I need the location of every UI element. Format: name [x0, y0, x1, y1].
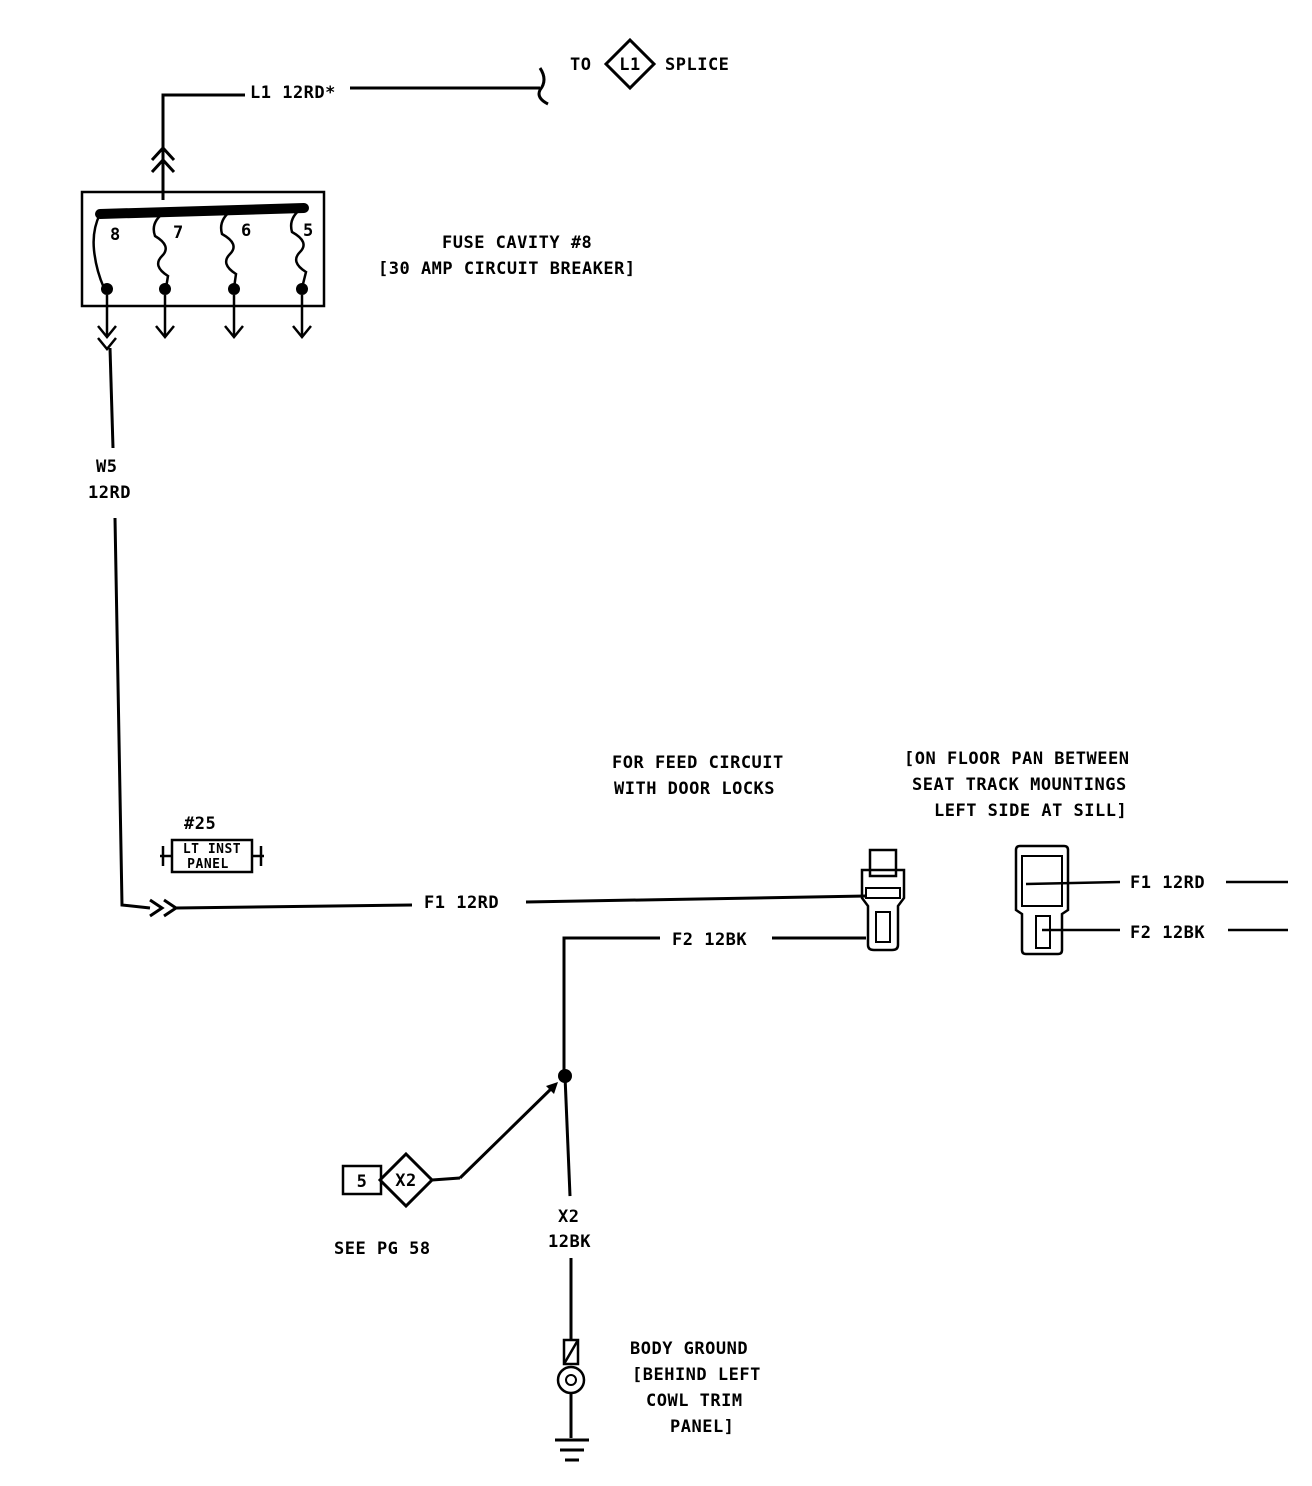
splice-label: SPLICE	[665, 55, 729, 75]
cavity-7-arrow	[155, 325, 175, 339]
f2-wire-left	[562, 936, 660, 1076]
door-lock-connector	[860, 848, 906, 952]
splice-l1-id: L1	[619, 55, 640, 75]
connector-cavity-f1	[865, 887, 901, 899]
w5-wire-group: W5 12RD	[88, 347, 179, 918]
splice-page-number: 5	[357, 1172, 368, 1192]
f2-wire-label: F2 12BK	[672, 930, 747, 950]
feed-note-line2: WITH DOOR LOCKS	[614, 779, 775, 799]
connector-cavity-f2	[875, 911, 891, 943]
cavity-5-arrow	[292, 325, 312, 339]
splice-x2-diamond	[377, 1151, 435, 1209]
cavity-5-number: 5	[303, 221, 314, 241]
feed-wires: F1 12RD F2 12BK	[175, 893, 867, 1076]
splice-x2-group: 5 X2 SEE PG 58	[334, 1069, 572, 1259]
splice-x2-wire	[458, 1084, 556, 1180]
connector-arrow-up-2	[150, 157, 176, 174]
connector-arrow-up-1	[150, 145, 176, 162]
fuse-block: 8 7 6 5 FUSE CAVITY #8 [30 AMP CIRCUIT B…	[80, 190, 636, 351]
fuse-cavity-title: FUSE CAVITY #8	[442, 233, 592, 253]
feed-note: FOR FEED CIRCUIT WITH DOOR LOCKS	[612, 753, 784, 799]
ground-label-line3: COWL TRIM	[646, 1391, 743, 1411]
ground-label-line1: BODY GROUND	[630, 1339, 748, 1359]
splice-x2-arrowhead	[546, 1082, 558, 1094]
connector-25-arrow-2	[163, 898, 179, 918]
x2-wire-group: X2 12BK	[548, 1075, 591, 1340]
ground-eyelet-tab	[562, 1338, 580, 1366]
connector-face-upper-cavity	[1021, 855, 1063, 907]
f1-wire-label: F1 12RD	[424, 893, 499, 913]
l1-wire-group: L1 12RD* TO L1 SPLICE	[150, 37, 729, 200]
l1-wire-label: L1 12RD*	[250, 83, 336, 103]
connector-body	[860, 868, 906, 952]
cavity-8-wire	[92, 213, 106, 289]
location-note-line2: SEAT TRACK MOUNTINGS	[912, 775, 1127, 795]
w5-wire-upper	[108, 347, 115, 449]
cavity-7-terminal	[159, 283, 171, 295]
connector-25-line2: PANEL	[187, 857, 229, 872]
see-page-label: SEE PG 58	[334, 1239, 431, 1259]
f1-right-label: F1 12RD	[1130, 873, 1205, 893]
x2-circuit-label: X2	[558, 1207, 579, 1227]
connector-face-lower-cavity	[1035, 915, 1051, 949]
w5-circuit-label: W5	[96, 457, 117, 477]
connector-25-line1: LT INST	[183, 842, 241, 857]
connector-face-outline	[1014, 844, 1070, 956]
w5-gauge-label: 12RD	[88, 483, 131, 503]
f2-right-label: F2 12BK	[1130, 923, 1205, 943]
connector-25: #25 LT INST PANEL	[160, 814, 264, 874]
body-ground: BODY GROUND [BEHIND LEFT COWL TRIM PANEL…	[555, 1338, 761, 1462]
cavity-5-breaker	[289, 206, 308, 289]
splice-diamond-l1	[603, 37, 657, 91]
location-note-line3: LEFT SIDE AT SILL]	[934, 801, 1127, 821]
connector-latch	[868, 848, 898, 878]
fuse-cavity-subtitle: [30 AMP CIRCUIT BREAKER]	[378, 259, 636, 279]
fuse-busbar	[95, 203, 309, 219]
fuse-block-outline	[80, 190, 326, 308]
cavity-6-breaker	[219, 208, 238, 289]
cavity-6-number: 6	[241, 221, 252, 241]
splice-x2-id: X2	[395, 1171, 416, 1191]
cavity-7-breaker	[152, 210, 170, 289]
location-note: [ON FLOOR PAN BETWEEN SEAT TRACK MOUNTIN…	[904, 749, 1129, 821]
cavity-6-terminal	[228, 283, 240, 295]
f1-wire-right	[525, 894, 867, 904]
connector-25-arrow-1	[149, 898, 165, 918]
connector-face-view: F1 12RD F2 12BK	[1014, 844, 1288, 956]
ground-eyelet-hole	[565, 1374, 577, 1386]
cavity-5-terminal	[296, 283, 308, 295]
ground-label-line2: [BEHIND LEFT	[632, 1365, 761, 1385]
to-label: TO	[570, 55, 591, 75]
cavity-8-arrow	[97, 325, 117, 339]
f1-wire-left	[175, 903, 413, 910]
cavity-8-number: 8	[110, 225, 121, 245]
f1-pin-lead	[1025, 880, 1121, 886]
cavity-8-terminal	[101, 283, 113, 295]
feed-note-line1: FOR FEED CIRCUIT	[612, 753, 784, 773]
location-note-line1: [ON FLOOR PAN BETWEEN	[904, 749, 1129, 769]
ground-eyelet-ring	[556, 1365, 586, 1395]
w5-wire-lower	[113, 517, 151, 910]
l1-wire-vertical	[161, 93, 245, 200]
connector-25-number: #25	[184, 814, 216, 834]
ground-label-line4: PANEL]	[670, 1417, 734, 1437]
splice-x2-stub	[431, 1176, 461, 1182]
x2-gauge-label: 12BK	[548, 1232, 591, 1252]
cavity-8-connector-mark	[97, 337, 117, 351]
wire-break-symbol	[537, 67, 549, 106]
cavity-7-number: 7	[173, 223, 184, 243]
cavity-6-arrow	[224, 325, 244, 339]
ground-eyelet-slash	[562, 1339, 580, 1365]
x2-wire-upper	[563, 1075, 572, 1197]
